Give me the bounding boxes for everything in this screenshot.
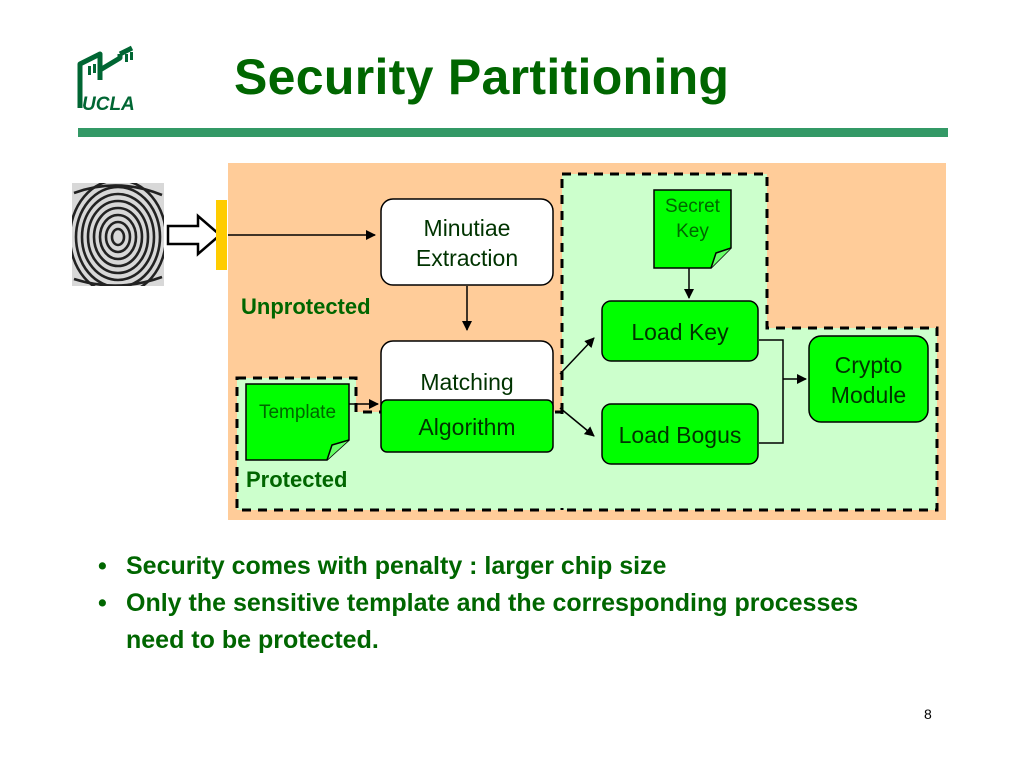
input-port: [216, 200, 227, 270]
matching-label: Matching: [420, 369, 514, 395]
crypto-module-label: Crypto Module: [830, 352, 907, 408]
connector-matching-loadbogus: [559, 407, 595, 437]
algorithm-label: Algorithm: [418, 414, 516, 440]
algorithm-box: [380, 399, 554, 453]
bullet-marker: •: [98, 589, 107, 617]
connector-matching-loadkey: [559, 337, 595, 375]
input-arrow: [166, 213, 222, 257]
fingerprint-image: [72, 183, 164, 286]
crypto-module-box: [808, 335, 929, 423]
logo-text: UCLA: [82, 94, 135, 115]
secret-key-label: Secret Key: [665, 196, 720, 242]
load-bogus-label: Load Bogus: [618, 422, 742, 448]
protected-label: Protected: [246, 467, 348, 492]
slide-title: Security Partitioning: [234, 49, 730, 105]
unprotected-label: Unprotected: [241, 294, 371, 319]
title-rule: [78, 128, 948, 137]
minutiae-extraction-box: [380, 198, 554, 286]
bullet-item: • Only the sensitive template and the co…: [98, 585, 898, 659]
minutiae-extraction-label: Minutiae Extraction: [415, 215, 519, 271]
load-key-label: Load Key: [631, 319, 729, 345]
bullet-marker: •: [98, 552, 107, 580]
load-key-box: [601, 300, 759, 362]
template-label: Template: [258, 402, 337, 423]
bullet-list: • Security comes with penalty : larger c…: [98, 548, 898, 659]
page-number: 8: [924, 706, 932, 722]
load-bogus-box: [601, 403, 759, 465]
connector-loadkey-join: [759, 339, 784, 444]
bullet-item: • Security comes with penalty : larger c…: [98, 548, 898, 585]
ucla-logo: UCLA: [77, 45, 135, 115]
